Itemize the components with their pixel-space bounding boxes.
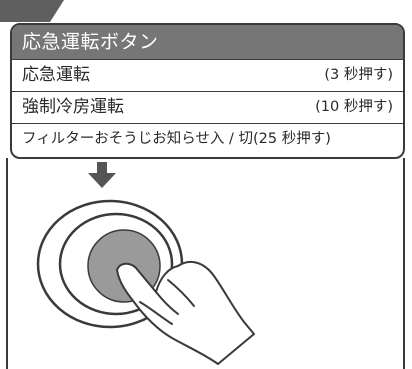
row-forced-cooling: 強制冷房運転 (10 秒押す) [12, 91, 403, 123]
top-tab-corner [0, 0, 64, 22]
panel-title: 応急運転ボタン [12, 25, 403, 59]
illustration-frame [6, 158, 405, 369]
button-press-illustration [36, 199, 255, 365]
row-label: フィルターおそうじお知らせ入 / 切(25 秒押す) [22, 131, 331, 147]
hand-icon [116, 260, 255, 365]
row-emergency-operation: 応急運転 (3 秒押す) [12, 59, 403, 91]
row-note: (3 秒押す) [324, 67, 393, 83]
down-arrow-icon [88, 162, 116, 188]
row-label: 応急運転 [22, 65, 90, 85]
emergency-button-panel: 応急運転ボタン 応急運転 (3 秒押す) 強制冷房運転 (10 秒押す) フィル… [10, 23, 405, 159]
row-label: 強制冷房運転 [22, 97, 124, 117]
row-filter-notification: フィルターおそうじお知らせ入 / 切(25 秒押す) [12, 123, 403, 155]
row-note: (10 秒押す) [315, 99, 393, 115]
